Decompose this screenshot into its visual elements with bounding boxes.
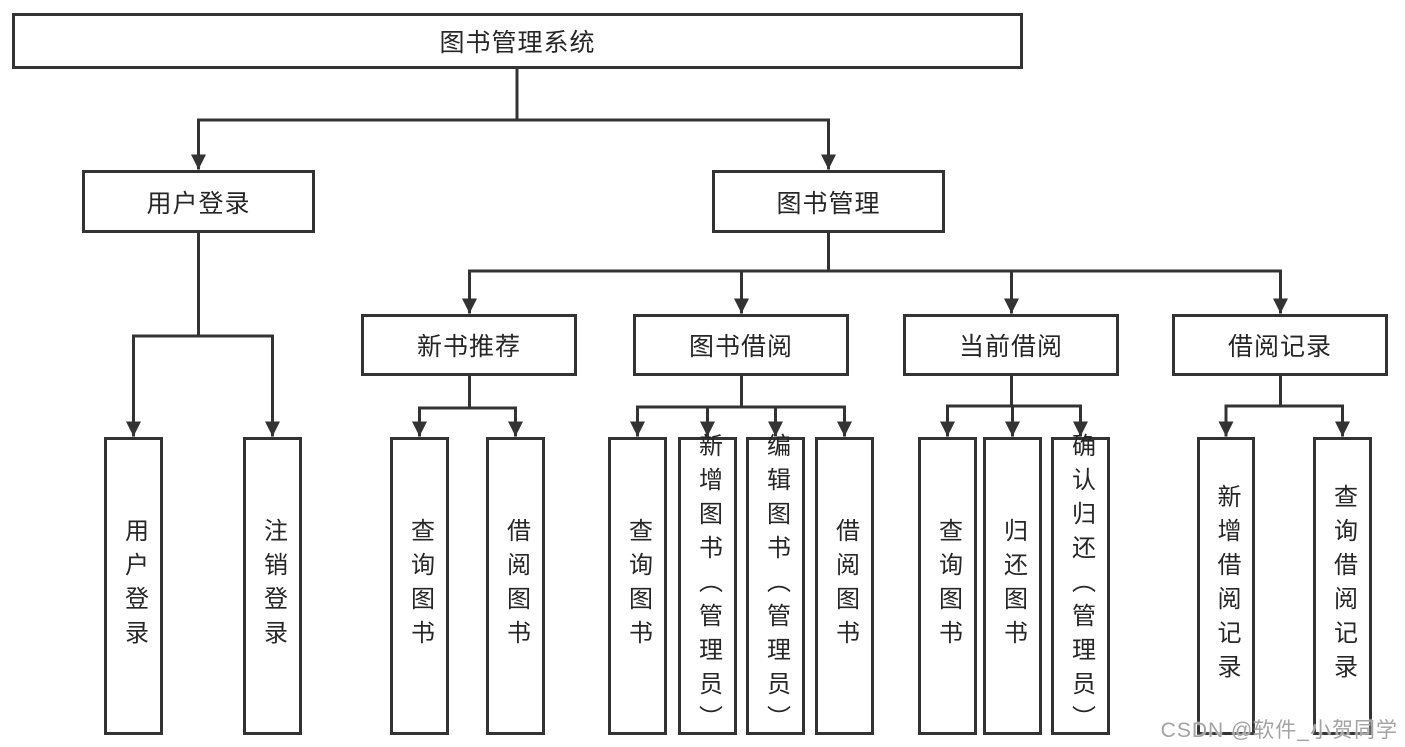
leaf-label: 借阅图书 xyxy=(502,518,530,654)
leaf-user-login: 用户登录 xyxy=(104,437,163,735)
leaf-add-book-admin: 新增图书（管理员） xyxy=(678,433,737,739)
leaf-label: 确认归还（管理员） xyxy=(1067,433,1095,739)
leaf-label: 查询图书 xyxy=(624,518,652,654)
leaf-label: 查询图书 xyxy=(934,518,962,654)
leaf-label: 用户登录 xyxy=(120,518,148,654)
node-label: 借阅记录 xyxy=(1227,333,1332,361)
node-book-borrow: 图书借阅 xyxy=(633,314,849,376)
leaf-return-book: 归还图书 xyxy=(983,437,1042,735)
leaf-borrow-books-recommend: 借阅图书 xyxy=(486,437,545,735)
leaf-label: 查询图书 xyxy=(406,518,434,654)
leaf-label: 查询借阅记录 xyxy=(1329,484,1357,688)
leaf-label: 归还图书 xyxy=(999,518,1027,654)
leaf-label: 新增图书（管理员） xyxy=(694,433,722,739)
leaf-query-books-borrow: 查询图书 xyxy=(608,437,667,735)
leaf-add-borrow-record: 新增借阅记录 xyxy=(1197,437,1255,735)
node-label: 用户登录 xyxy=(146,189,251,218)
node-label: 图书借阅 xyxy=(688,333,793,361)
leaf-confirm-return-admin: 确认归还（管理员） xyxy=(1051,433,1110,739)
node-label: 当前借阅 xyxy=(958,333,1063,361)
leaf-query-books-recommend: 查询图书 xyxy=(390,437,449,735)
node-label: 图书管理 xyxy=(776,189,881,218)
leaf-query-borrow-record: 查询借阅记录 xyxy=(1313,437,1372,735)
leaf-label: 编辑图书（管理员） xyxy=(762,433,790,739)
leaf-label: 新增借阅记录 xyxy=(1213,484,1240,688)
leaf-query-books-current: 查询图书 xyxy=(918,437,977,735)
node-borrow-records: 借阅记录 xyxy=(1172,314,1388,376)
node-book-management: 图书管理 xyxy=(712,170,945,233)
leaf-borrow-books: 借阅图书 xyxy=(815,437,874,735)
node-library-system: 图书管理系统 xyxy=(12,13,1023,69)
node-new-book-recommend: 新书推荐 xyxy=(361,314,577,376)
leaf-label: 借阅图书 xyxy=(831,518,859,654)
node-user-login: 用户登录 xyxy=(82,170,315,233)
node-label: 图书管理系统 xyxy=(439,29,596,57)
leaf-label: 注销登录 xyxy=(259,518,287,654)
node-label: 新书推荐 xyxy=(416,333,521,361)
csdn-watermark: CSDN @软件_小贺同学 xyxy=(1160,719,1398,742)
leaf-logout: 注销登录 xyxy=(243,437,302,735)
leaf-edit-book-admin: 编辑图书（管理员） xyxy=(746,433,805,739)
node-current-borrow: 当前借阅 xyxy=(903,314,1119,376)
